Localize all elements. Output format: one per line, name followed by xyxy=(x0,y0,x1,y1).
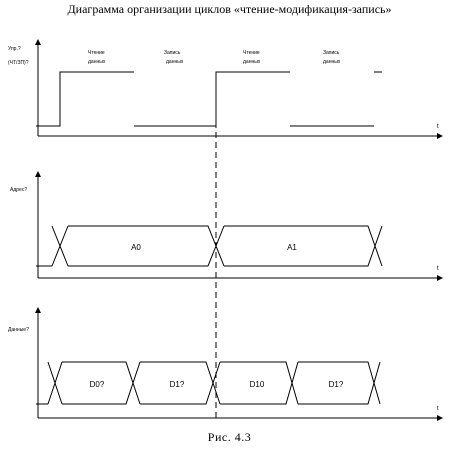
address-segment-a1 xyxy=(224,225,383,267)
phase-read2-line1: Чтение xyxy=(243,50,260,56)
address-axis-label: t xyxy=(437,266,439,272)
control-label-line2: (ЧТ/ЗП)? xyxy=(8,60,29,66)
address-segment-a0 xyxy=(68,225,225,267)
address-value-a1: A1 xyxy=(287,243,297,252)
phase-write2-line1: Запись xyxy=(323,50,340,56)
address-signal: t Адрес? A0 A1 xyxy=(10,171,443,281)
phase-read1-line2: данных xyxy=(88,59,106,65)
data-value-3: D10 xyxy=(250,380,265,389)
address-transition-1 xyxy=(51,225,69,267)
phase-write1-line2: данных xyxy=(166,59,184,65)
diagram-title: Диаграмма организации циклов «чтение-мод… xyxy=(67,2,392,16)
data-axis-label: t xyxy=(437,406,439,412)
address-value-a0: A0 xyxy=(131,243,141,252)
control-axis-label: t xyxy=(437,124,439,130)
phase-read1-line1: Чтение xyxy=(88,50,105,56)
figure-caption: Рис. 4.3 xyxy=(207,430,252,444)
control-waveform-read1 xyxy=(36,71,134,127)
data-value-4: D1? xyxy=(329,380,344,389)
phase-write1-line1: Запись xyxy=(164,50,181,56)
control-label-line1: Упр.? xyxy=(8,46,21,52)
control-waveform-read2 xyxy=(215,71,290,126)
phase-read2-line2: данных xyxy=(243,59,261,65)
data-label: Данные? xyxy=(8,327,29,333)
data-value-1: D0? xyxy=(90,380,105,389)
address-label: Адрес? xyxy=(10,187,27,193)
data-value-2: D1? xyxy=(170,380,185,389)
control-signal: t Упр.? (ЧТ/ЗП)? Чтение данных Запись да… xyxy=(8,39,443,139)
data-signal: t Данные? D0? D1? D10 D1? xyxy=(8,307,443,421)
phase-write2-line2: данных xyxy=(323,59,341,65)
data-bus-waveform xyxy=(47,361,381,405)
